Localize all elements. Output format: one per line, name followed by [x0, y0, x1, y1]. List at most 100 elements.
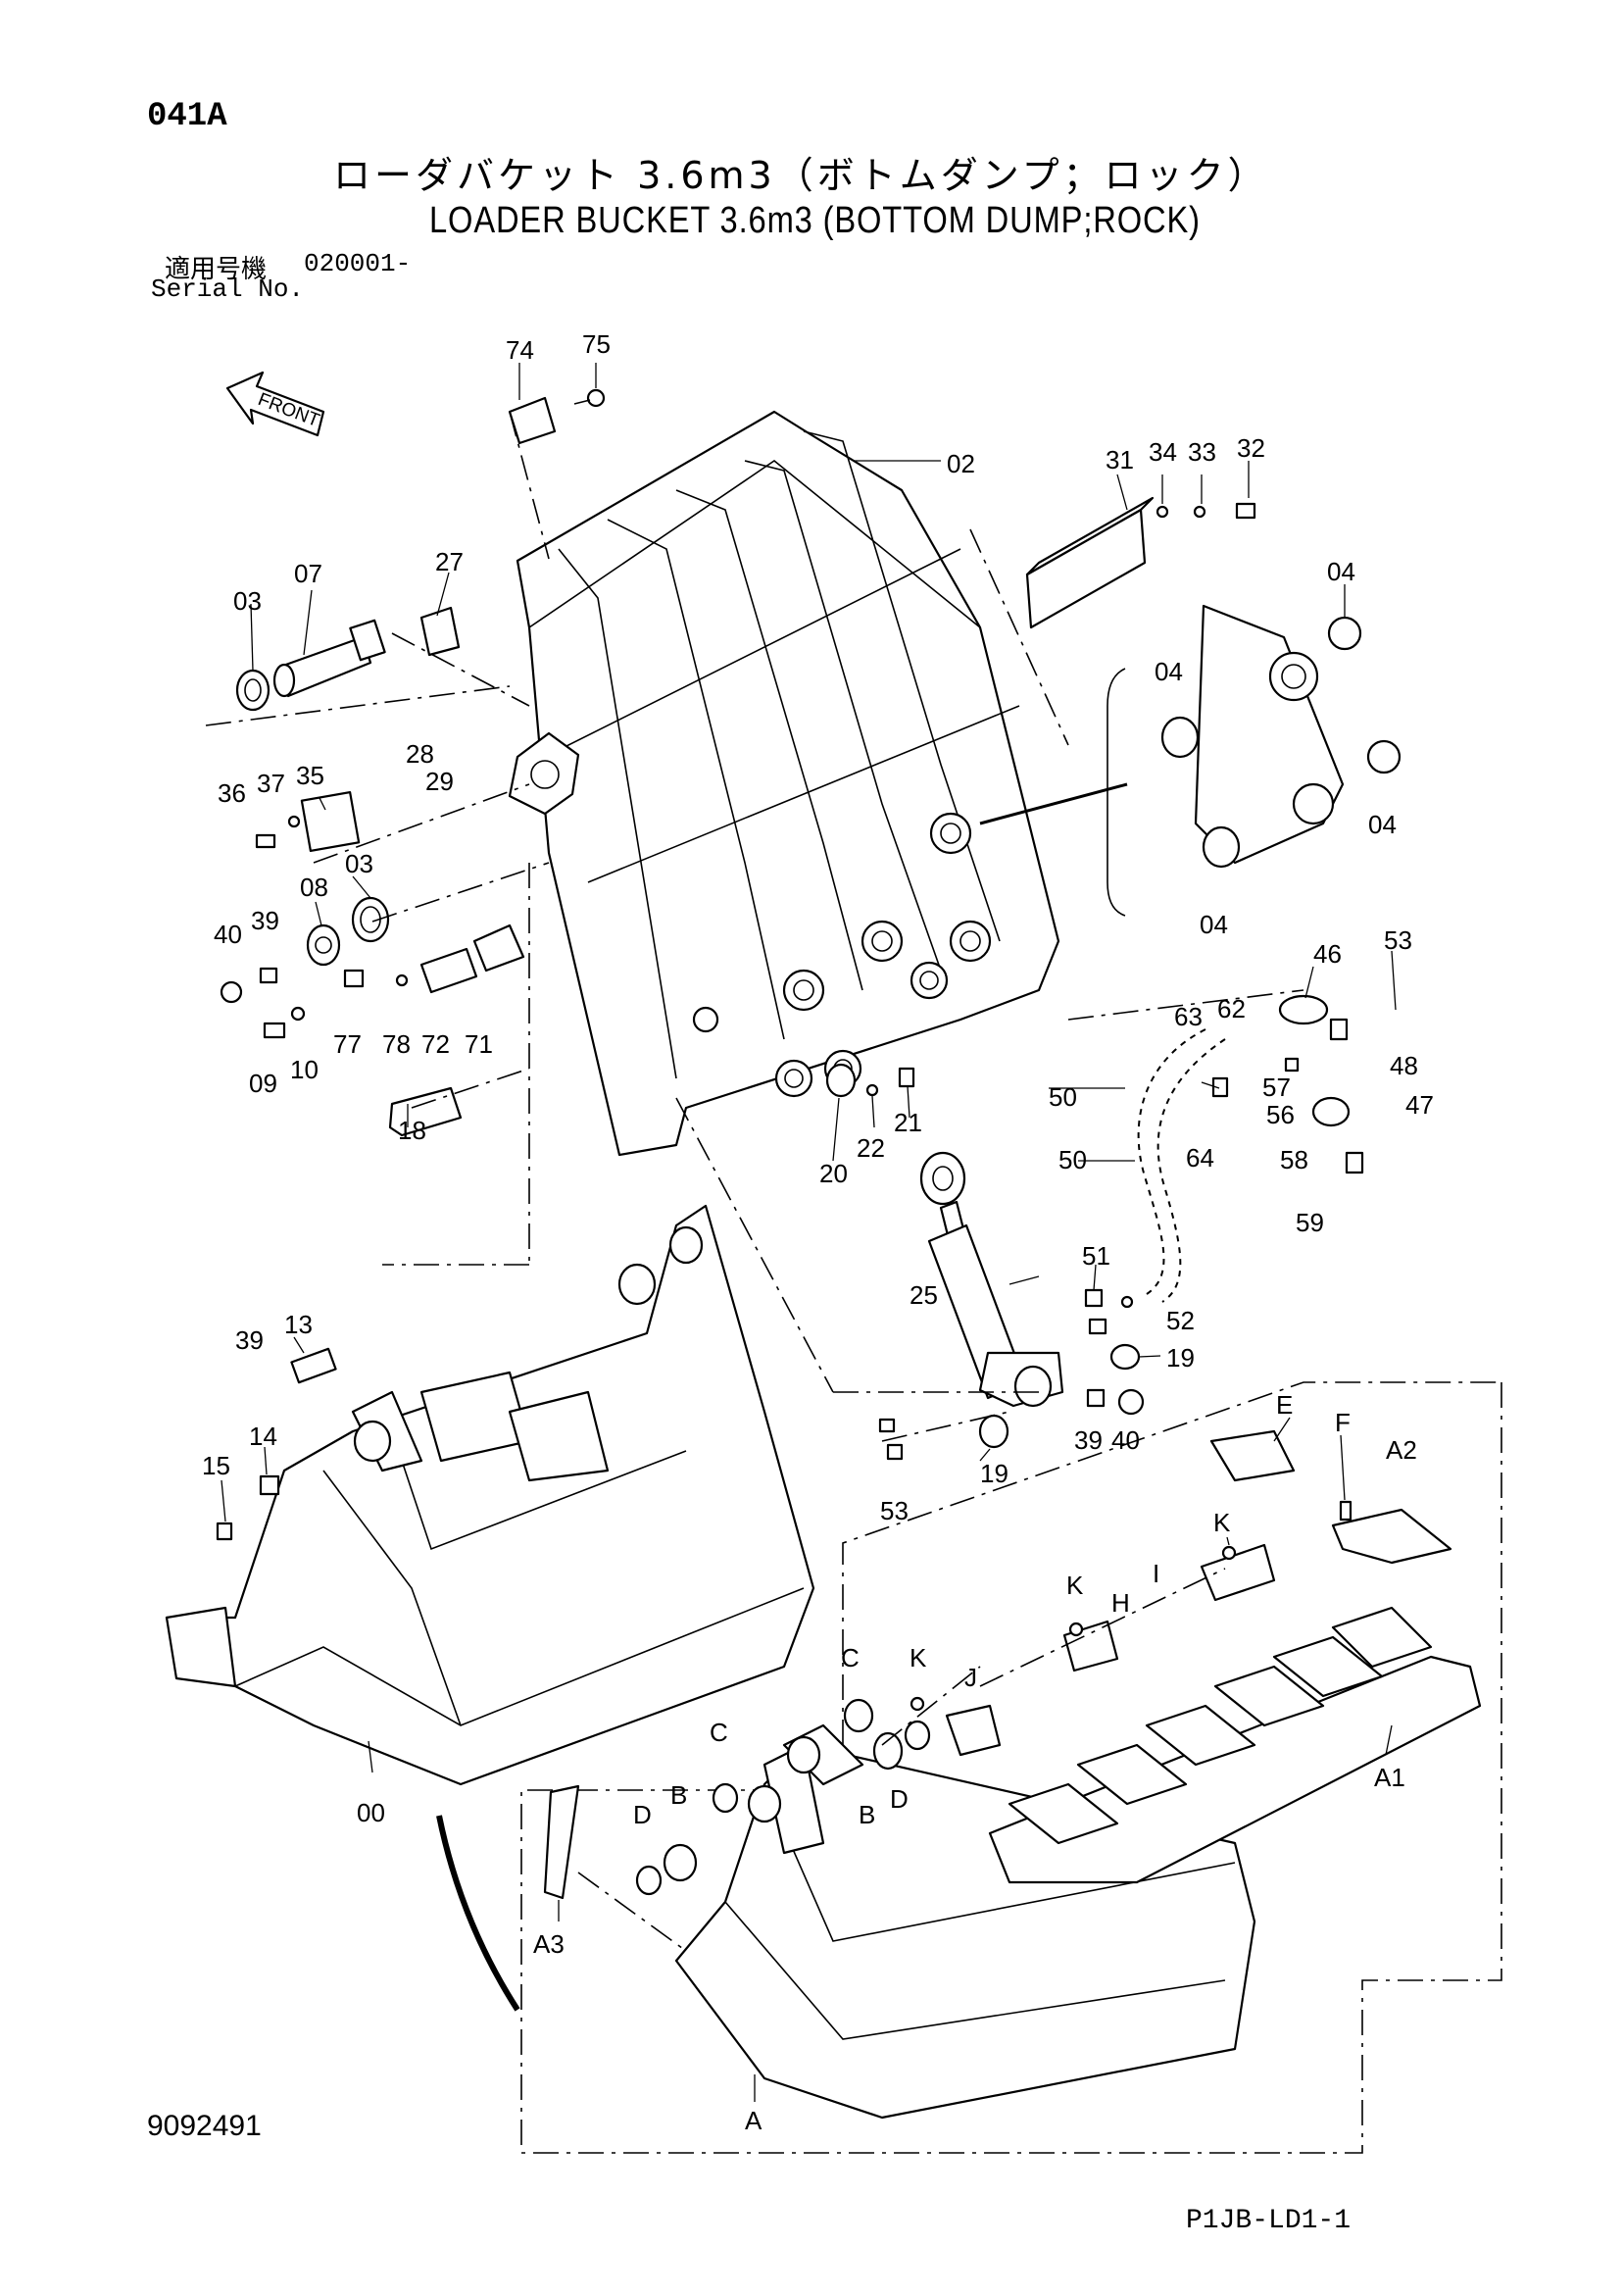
callout-20: 20 — [819, 1159, 848, 1188]
arm-frame — [508, 410, 1060, 1157]
callout-74: 74 — [506, 335, 534, 365]
callout-28: 28 — [406, 739, 434, 769]
callout-02: 02 — [947, 449, 975, 478]
callout-A2: A2 — [1386, 1435, 1417, 1465]
callout-D: D — [890, 1784, 909, 1814]
title-japanese: ローダバケット 3.6m3（ボトムダンプ；ロック） — [333, 154, 1269, 197]
callout-A3: A3 — [533, 1929, 565, 1959]
callout-21: 21 — [894, 1108, 922, 1137]
callout-03: 03 — [233, 586, 262, 616]
callout-B: B — [859, 1800, 875, 1829]
callout-18: 18 — [398, 1116, 426, 1145]
leader-lines — [221, 363, 1397, 2102]
callout-04: 04 — [1200, 910, 1228, 939]
callout-56: 56 — [1266, 1100, 1295, 1129]
callout-25: 25 — [910, 1280, 938, 1310]
callout-29: 29 — [425, 767, 454, 796]
callout-32: 32 — [1237, 433, 1265, 463]
callout-51: 51 — [1082, 1241, 1110, 1271]
callout-36: 36 — [218, 778, 246, 808]
callout-15: 15 — [202, 1451, 230, 1480]
callout-K: K — [1213, 1508, 1231, 1537]
callout-08: 08 — [300, 873, 328, 902]
document-number: 9092491 — [147, 2110, 262, 2142]
callout-40: 40 — [1111, 1425, 1140, 1455]
callout-72: 72 — [421, 1029, 450, 1059]
callout-52: 52 — [1166, 1306, 1195, 1335]
callout-59: 59 — [1296, 1208, 1324, 1237]
callout-22: 22 — [857, 1133, 885, 1163]
page-code: 041A — [147, 98, 227, 135]
callout-04: 04 — [1327, 557, 1355, 586]
hose-assembly — [878, 994, 1364, 1461]
cover-plate — [508, 388, 606, 445]
callout-A: A — [745, 2106, 762, 2135]
callout-27: 27 — [435, 547, 464, 576]
callout-40: 40 — [214, 920, 242, 949]
bucket-upper — [165, 1204, 815, 1786]
callout-78: 78 — [382, 1029, 411, 1059]
callout-31: 31 — [1106, 445, 1134, 474]
callout-04: 04 — [1368, 810, 1397, 839]
callout-47: 47 — [1405, 1090, 1434, 1120]
tooth-hardware — [543, 1429, 1452, 1900]
callout-14: 14 — [249, 1422, 277, 1451]
page-reference: P1JB-LD1-1 — [1186, 2206, 1352, 2236]
callout-D: D — [633, 1800, 652, 1829]
callout-53: 53 — [1384, 925, 1412, 955]
callout-19: 19 — [1166, 1343, 1195, 1373]
callout-48: 48 — [1390, 1051, 1418, 1080]
lower-pin-hardware — [825, 1063, 915, 1098]
callout-K: K — [910, 1643, 927, 1672]
callout-34: 34 — [1149, 437, 1177, 467]
callout-10: 10 — [290, 1055, 319, 1084]
construction-lines — [205, 411, 1304, 1952]
serial-label-english: Serial No. — [151, 275, 305, 304]
callout-77: 77 — [333, 1029, 362, 1059]
hydraulic-cylinder — [919, 1151, 1064, 1408]
callout-39: 39 — [251, 906, 279, 935]
bushing-link — [979, 604, 1402, 917]
inset-boundary — [520, 1381, 1502, 2154]
callout-50: 50 — [1049, 1082, 1077, 1112]
callout-K: K — [1066, 1571, 1084, 1600]
callout-71: 71 — [465, 1029, 493, 1059]
callout-13: 13 — [284, 1310, 313, 1339]
pivot-pin-upper — [235, 606, 461, 712]
callout-00: 00 — [357, 1798, 385, 1827]
callout-39: 39 — [235, 1325, 264, 1355]
serial-label-japanese: 適用号機 — [165, 255, 268, 284]
front-arrow-icon: FRONT — [225, 371, 325, 437]
callout-58: 58 — [1280, 1145, 1308, 1174]
callout-C: C — [710, 1718, 728, 1747]
callout-H: H — [1111, 1588, 1130, 1618]
callout-63: 63 — [1174, 1002, 1203, 1031]
callout-I: I — [1153, 1559, 1159, 1588]
detail-arrow — [436, 1815, 520, 2012]
callout-57: 57 — [1262, 1073, 1291, 1102]
callout-J: J — [964, 1663, 977, 1692]
serial-range: 020001- — [304, 249, 412, 278]
angle-bracket — [1025, 496, 1256, 629]
side-hardware — [220, 790, 525, 1137]
callout-33: 33 — [1188, 437, 1216, 467]
callout-37: 37 — [257, 769, 285, 798]
callout-04: 04 — [1155, 657, 1183, 686]
callout-19: 19 — [980, 1459, 1008, 1488]
title-english: LOADER BUCKET 3.6m3 (BOTTOM DUMP;ROCK) — [429, 200, 1201, 241]
callout-46: 46 — [1313, 939, 1342, 969]
callout-62: 62 — [1217, 994, 1246, 1023]
callout-75: 75 — [582, 329, 611, 359]
callout-A1: A1 — [1374, 1763, 1405, 1792]
callout-39: 39 — [1074, 1425, 1103, 1455]
callout-53: 53 — [880, 1496, 909, 1525]
callout-07: 07 — [294, 559, 322, 588]
callout-03: 03 — [345, 849, 373, 878]
callout-50: 50 — [1058, 1145, 1087, 1174]
cutting-edge — [988, 1606, 1482, 1884]
part-callouts: 74 75 02 31 34 33 32 27 07 03 04 04 04 0… — [202, 329, 1434, 2135]
callout-64: 64 — [1186, 1143, 1214, 1173]
callout-35: 35 — [296, 761, 324, 790]
frame-boss — [692, 812, 992, 1098]
